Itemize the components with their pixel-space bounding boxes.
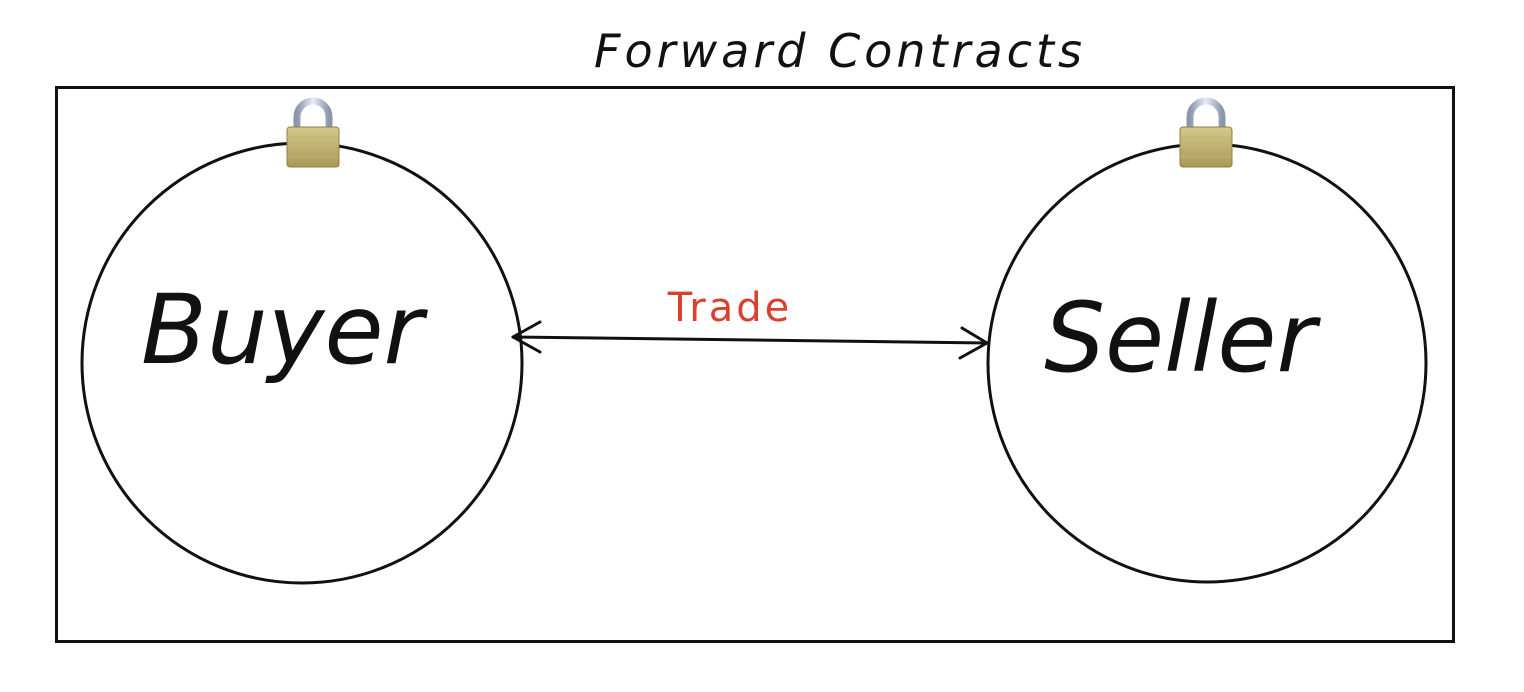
diagram-frame — [55, 86, 1455, 643]
padlock-icon — [281, 95, 345, 175]
trade-label: Trade — [667, 285, 793, 331]
trade-arrow — [511, 320, 989, 360]
padlock-icon — [1174, 95, 1238, 175]
arrowhead-right-icon — [958, 326, 989, 360]
seller-label: Seller — [1044, 282, 1316, 394]
arrowhead-left-icon — [511, 320, 542, 354]
buyer-label: Buyer — [140, 274, 424, 386]
diagram-title: Forward Contracts — [594, 24, 1086, 78]
